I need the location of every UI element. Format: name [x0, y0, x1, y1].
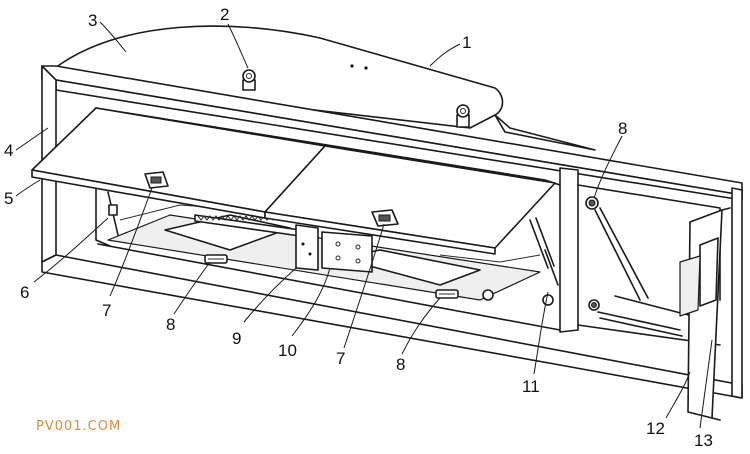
numeral-8-right: 8 [618, 119, 627, 138]
numeral-4: 4 [4, 141, 13, 160]
numeral-1: 1 [462, 33, 471, 52]
numeral-7-left: 7 [102, 301, 111, 320]
fitting-mid-bottom [435, 289, 459, 299]
fitting-right-lower [588, 299, 600, 311]
numeral-8-left: 8 [166, 315, 175, 334]
panel-handle-left [144, 171, 169, 189]
leader-lines [15, 21, 713, 429]
center-bracket [321, 231, 373, 273]
end-door [679, 207, 731, 421]
numeral-11: 11 [522, 377, 540, 396]
numeral-6: 6 [20, 283, 29, 302]
numeral-3: 3 [88, 11, 97, 30]
numeral-10: 10 [278, 341, 297, 360]
numeral-12: 12 [646, 419, 665, 438]
numeral-5: 5 [4, 189, 13, 208]
housing-frame [41, 65, 743, 399]
right-bay-struts [594, 207, 701, 337]
numeral-7-right: 7 [336, 349, 345, 368]
cover-panel-right [264, 145, 556, 255]
panel-handle-right [371, 209, 399, 227]
fitting-left-bottom [204, 254, 228, 264]
toothed-rack [194, 214, 319, 271]
numeral-2: 2 [220, 5, 229, 24]
numeral-8-mid: 8 [396, 355, 405, 374]
numeral-9: 9 [232, 329, 241, 348]
gas-strut [107, 191, 559, 286]
lifting-eye-left [242, 69, 256, 91]
numeral-13: 13 [694, 431, 713, 450]
watermark: PV001.COM [36, 419, 122, 434]
reference-numerals: 1 2 3 4 5 6 7 8 9 10 7 8 8 11 12 13 [4, 5, 713, 450]
lifting-eye-right [456, 104, 470, 128]
fitting-right-upper [585, 196, 599, 210]
